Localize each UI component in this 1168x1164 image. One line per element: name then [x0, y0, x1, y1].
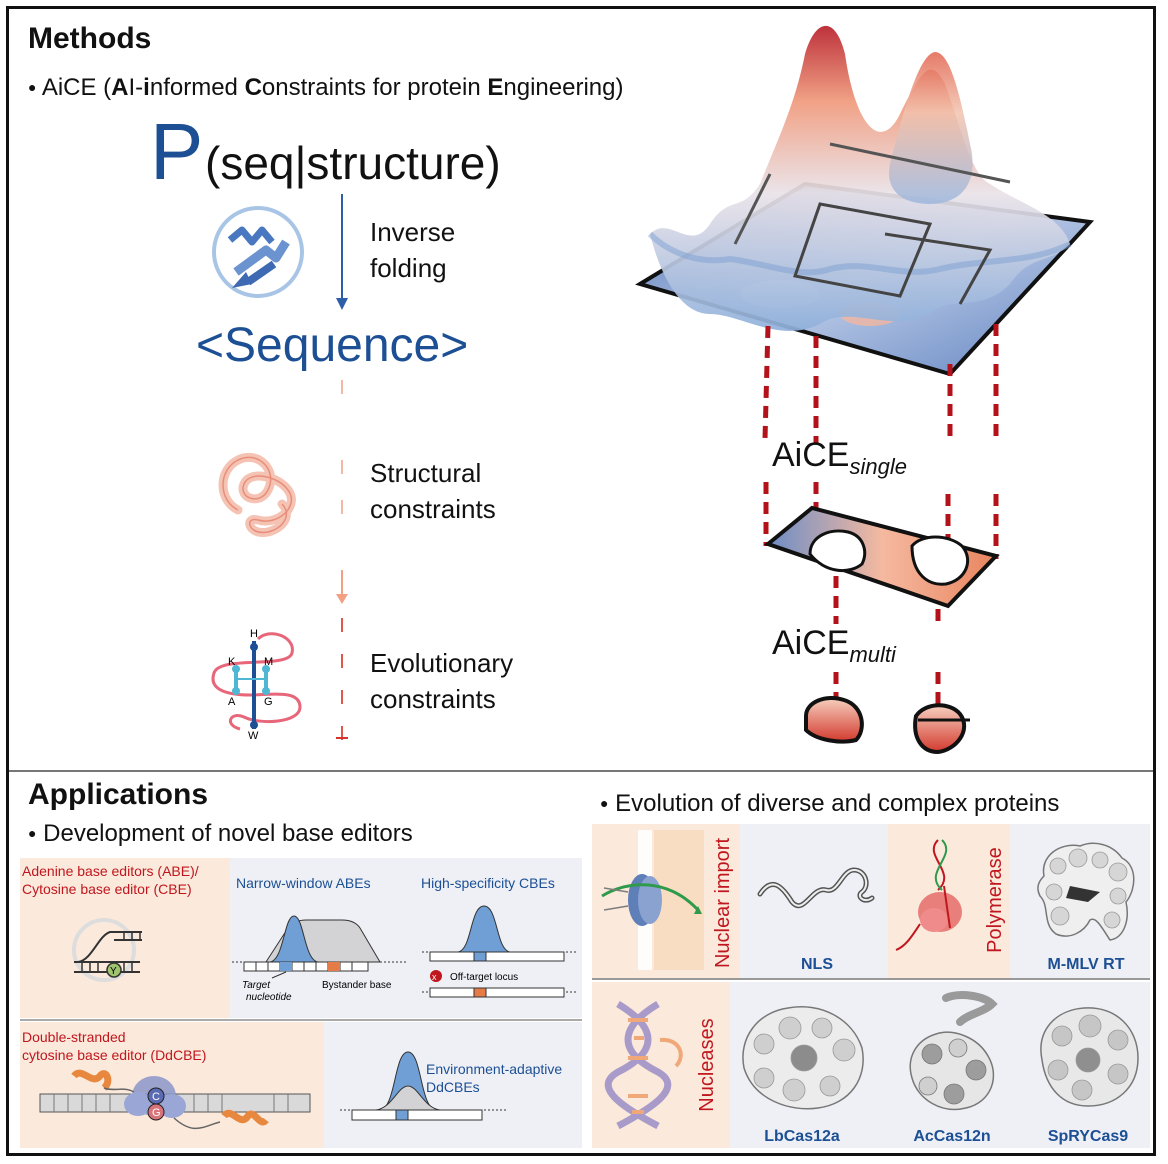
nucleases-cell [592, 982, 730, 1148]
mmlv-rt-structure [1037, 842, 1135, 941]
ddcbe-line1: Double-stranded [22, 1029, 126, 1045]
aice-expansion-part: nformed [149, 74, 245, 101]
figure-frame [6, 6, 1156, 1156]
aice-multi-sub: multi [849, 641, 896, 667]
base-editors-bullet: ● Development of novel base editors [28, 820, 413, 847]
aice-expansion-part: E [487, 74, 504, 101]
evolutionary-constraints-label: Evolutionary constraints [370, 645, 513, 717]
accas12n-label: AcCas12n [913, 1128, 991, 1145]
mmlv-rt-label: M-MLV RT [1047, 956, 1125, 973]
target-nucleotide-1: Target [242, 980, 271, 991]
evolutionary-line2: constraints [370, 684, 496, 714]
constraints-dashed-arrow [336, 380, 348, 740]
high-specificity-title: High-specificity CBEs [421, 875, 555, 891]
prob-big-p: P [150, 107, 204, 196]
sprycas9-label: SpRYCas9 [1047, 1128, 1129, 1145]
aice-bullet-prefix: AiCE ( [41, 74, 112, 101]
c-label: C [152, 1091, 160, 1103]
aice-single-main: AiCE [772, 436, 850, 474]
residue-h: H [250, 628, 258, 640]
env-adaptive-plot [340, 1051, 508, 1121]
aice-expansion-part: C [244, 74, 262, 101]
aice-expansion-part: ngineering) [503, 74, 624, 101]
narrow-window-title: Narrow-window ABEs [236, 875, 371, 891]
inverse-label-line2: folding [370, 253, 447, 283]
prob-seq-structure: (seq|structure) [205, 137, 501, 189]
section-divider [9, 770, 1153, 772]
aice-expansion-part: i [143, 74, 150, 101]
structural-chain-icon [218, 452, 296, 537]
abe-cbe-line2: Cytosine base editor (CBE) [22, 881, 192, 897]
env-adaptive-line2: DdCBEs [426, 1079, 480, 1095]
protein-divider [592, 978, 1150, 980]
nucleases-label: Nucleases [696, 1018, 718, 1112]
structural-line2: constraints [370, 494, 496, 524]
residue-a: A [228, 696, 236, 708]
svg-text:x: x [432, 972, 437, 982]
residue-g: G [264, 696, 273, 708]
fitness-landscape-graphic [635, 25, 1095, 754]
narrow-window-plot: Target nucleotide Bystander base [232, 915, 408, 1003]
env-adaptive-line1: Environment-adaptive [426, 1061, 563, 1077]
high-specificity-plot: x Off-target locus [422, 905, 578, 998]
proteins-bullet-text: Evolution of diverse and complex protein… [615, 790, 1060, 817]
ddcbe-illustration: C G [39, 1069, 311, 1129]
residue-w: W [248, 730, 259, 740]
abe-cbe-title: Adenine base editors (ABE)/ Cytosine bas… [22, 862, 199, 898]
evolutionary-coupling-icon: H K M A G W [211, 628, 302, 740]
aice-bullet: ● AiCE (AI-informed Constraints for prot… [28, 74, 624, 101]
proteins-bullet: ● Evolution of diverse and complex prote… [600, 790, 1060, 817]
sequence-label: <Sequence> [196, 319, 469, 372]
nls-label: NLS [801, 956, 833, 973]
lbcas12a-structure [742, 1006, 864, 1110]
lbcas12a-label: LbCas12a [764, 1128, 840, 1145]
aice-expansion-part: onstraints for protein [261, 74, 488, 101]
dna-helix-icon [604, 1000, 683, 1130]
aice-single-label: AiCEsingle [772, 436, 907, 480]
aice-bullet-expansion: AI-informed Constraints for protein Engi… [111, 74, 623, 101]
evolutionary-line1: Evolutionary [370, 648, 514, 678]
sprycas9-structure [1040, 1007, 1139, 1107]
nuclear-import-label: Nuclear import [712, 837, 734, 969]
structural-line1: Structural [370, 458, 482, 488]
inverse-folding-arrow [336, 194, 348, 310]
methods-heading: Methods [28, 22, 152, 55]
bystander-base: Bystander base [322, 980, 392, 991]
applications-heading: Applications [28, 778, 209, 811]
base-editors-bullet-text: Development of novel base editors [43, 820, 413, 847]
target-nucleotide-2: nucleotide [246, 992, 292, 1003]
aice-expansion-part: A [111, 74, 129, 101]
abe-cbe-panel [20, 858, 230, 1018]
structural-constraints-label: Structural constraints [370, 455, 496, 527]
editors-divider [20, 1019, 582, 1021]
protein-fold-icon [212, 206, 304, 298]
polymerase-icon [895, 839, 962, 951]
ddcbe-title: Double-stranded cytosine base editor (Dd… [22, 1028, 206, 1064]
residue-m: M [264, 656, 273, 668]
aice-multi-label: AiCEmulti [772, 624, 896, 668]
inverse-label-line1: Inverse [370, 217, 456, 247]
off-target-label: Off-target locus [450, 972, 518, 983]
nls-peptide-icon [757, 867, 875, 909]
accas12n-structure [909, 991, 998, 1111]
base-editor-icon: Y [72, 918, 142, 982]
env-adaptive-title: Environment-adaptive DdCBEs [426, 1060, 562, 1096]
aice-expansion-part: I- [128, 74, 144, 101]
abe-cbe-line1: Adenine base editors (ABE)/ [22, 863, 199, 879]
y-label: Y [110, 966, 117, 977]
aice-multi-main: AiCE [772, 624, 850, 662]
env-adaptive-panel [324, 1022, 582, 1148]
nuclear-pore-icon [601, 830, 704, 970]
inverse-folding-label: Inverse folding [370, 214, 455, 286]
residue-k: K [228, 656, 236, 668]
g-label: G [152, 1107, 161, 1119]
ddcbe-line2: cytosine base editor (DdCBE) [22, 1047, 207, 1063]
aice-single-sub: single [849, 453, 907, 479]
polymerase-label: Polymerase [984, 847, 1006, 953]
